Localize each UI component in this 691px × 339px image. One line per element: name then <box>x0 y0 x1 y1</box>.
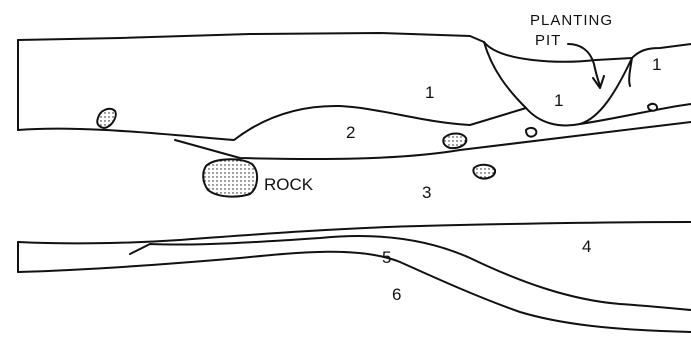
pebble-left-stipple <box>97 109 116 128</box>
rock-large-stipple <box>203 159 257 196</box>
layer-2-label: 2 <box>346 123 355 142</box>
layer-1-left-label: 1 <box>425 83 434 102</box>
layer-5-6-boundary <box>18 252 691 332</box>
planting-pit-label-line1: PLANTING <box>530 12 613 29</box>
layer-6-label: 6 <box>392 285 401 304</box>
layer-4-5-boundary <box>130 236 691 310</box>
pebble-right <box>648 104 657 111</box>
layer-1-right-label: 1 <box>652 55 661 74</box>
planting-pit-label-line2: PIT <box>535 32 561 49</box>
layer-5-label: 5 <box>382 248 391 267</box>
layer-3-label: 3 <box>422 183 431 202</box>
layer-4-label: 4 <box>582 237 591 256</box>
rock-label: ROCK <box>264 175 314 194</box>
layer-1-pit-label: 1 <box>554 91 563 110</box>
ground-surface-line <box>18 33 691 62</box>
pebble-small <box>526 128 536 137</box>
